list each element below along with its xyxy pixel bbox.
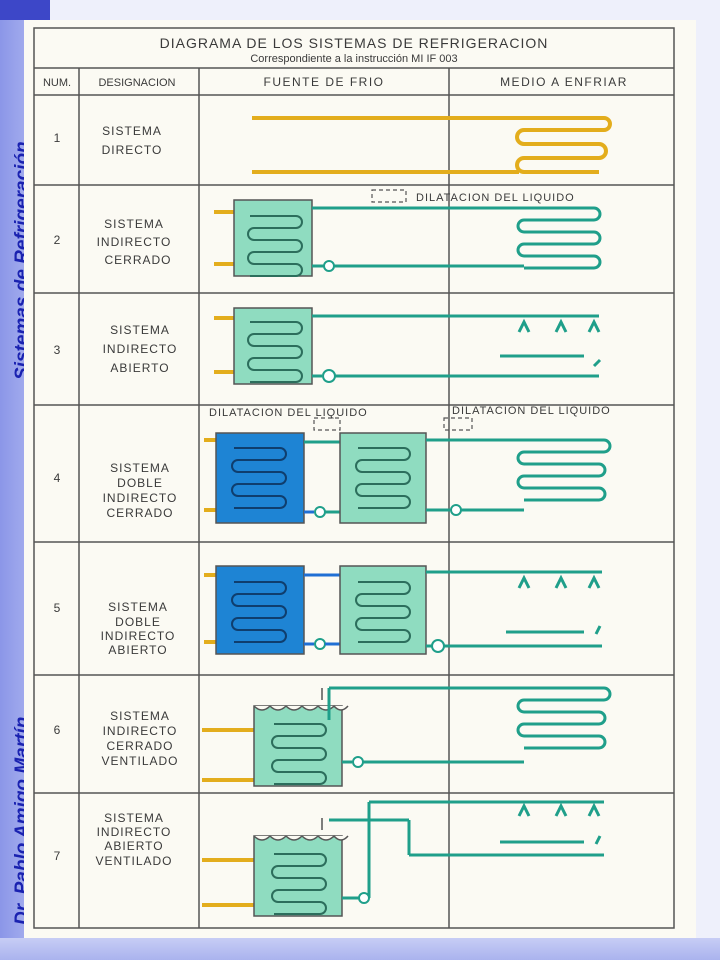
row-number: 2 xyxy=(54,233,61,247)
designation-line: INDIRECTO xyxy=(103,724,178,738)
designation-line: DOBLE xyxy=(117,476,163,490)
row-number: 7 xyxy=(54,849,61,863)
row4-double-indirect-closed-diagram xyxy=(204,417,612,524)
left-accent-strip xyxy=(0,0,50,20)
row5-double-indirect-open-diagram xyxy=(204,565,602,655)
row1-direct-diagram xyxy=(252,116,612,174)
designation-line: INDIRECTO xyxy=(97,825,172,839)
designation-line: DOBLE xyxy=(115,615,161,629)
designation-line: SISTEMA xyxy=(110,323,170,337)
designation-line: INDIRECTO xyxy=(101,629,176,643)
dilatation-label: DILATACION DEL LIQUIDO xyxy=(452,405,611,417)
diagram-sheet: DIAGRAMA DE LOS SISTEMAS DE REFRIGERACIO… xyxy=(24,20,696,938)
designation-line: CERRADO xyxy=(106,506,173,520)
header-designation: DESIGNACION xyxy=(98,77,175,89)
row-number: 3 xyxy=(54,343,61,357)
row7-indirect-open-ventilated-diagram xyxy=(202,800,604,917)
designation-line: CERRADO xyxy=(106,739,173,753)
dilatation-label: DILATACION DEL LIQUIDO xyxy=(416,192,575,204)
grid-lines xyxy=(33,27,675,929)
designation-line: CERRADO xyxy=(104,253,171,267)
header-num: NUM. xyxy=(43,77,71,89)
bottom-band xyxy=(0,938,720,960)
designation-line: INDIRECTO xyxy=(103,491,178,505)
refrigeration-diagram: DIAGRAMA DE LOS SISTEMAS DE REFRIGERACIO… xyxy=(33,27,675,929)
designation-line: SISTEMA xyxy=(104,811,164,825)
designation-line: ABIERTO xyxy=(108,643,167,657)
row6-indirect-closed-ventilated-diagram xyxy=(202,686,612,787)
row-number: 1 xyxy=(54,131,61,145)
header-cold-source: FUENTE DE FRIO xyxy=(263,75,384,89)
row-number: 6 xyxy=(54,723,61,737)
designation-line: SISTEMA xyxy=(102,124,162,138)
designation-line: INDIRECTO xyxy=(97,235,172,249)
designation-line: SISTEMA xyxy=(110,709,170,723)
designation-line: SISTEMA xyxy=(108,600,168,614)
designation-line: ABIERTO xyxy=(110,361,169,375)
designation-line: SISTEMA xyxy=(110,461,170,475)
designation-line: DIRECTO xyxy=(102,143,163,157)
designation-line: ABIERTO xyxy=(104,839,163,853)
designation-line: VENTILADO xyxy=(95,854,172,868)
header-medium: MEDIO A ENFRIAR xyxy=(500,75,628,89)
designation-line: SISTEMA xyxy=(104,217,164,231)
dilatation-label: DILATACION DEL LIQUIDO xyxy=(209,407,368,419)
diagram-title: DIAGRAMA DE LOS SISTEMAS DE REFRIGERACIO… xyxy=(160,35,549,51)
diagram-subtitle: Correspondiente a la instrucción MI IF 0… xyxy=(250,53,457,65)
row-number: 4 xyxy=(54,471,61,485)
row2-indirect-closed-diagram xyxy=(214,189,602,277)
row3-indirect-open-diagram xyxy=(214,307,602,385)
designation-line: VENTILADO xyxy=(101,754,178,768)
designation-line: INDIRECTO xyxy=(103,342,178,356)
row-number: 5 xyxy=(54,601,61,615)
